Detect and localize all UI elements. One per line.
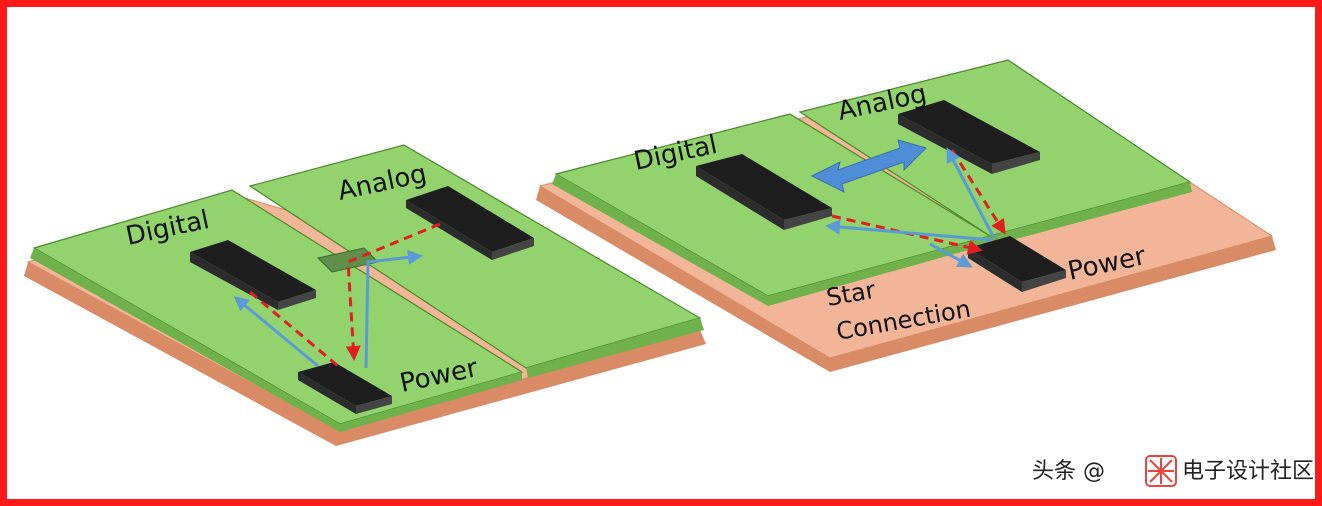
right-isolation-arrow bbox=[810, 139, 927, 193]
right-star-connection-diagram: Digital Analog Power Star Connection bbox=[536, 59, 1276, 372]
right-digital-chip bbox=[696, 154, 832, 230]
left-return-path-digital bbox=[249, 290, 339, 368]
watermark-prefix: 头条 @ bbox=[1032, 459, 1105, 484]
right-signal-path-digital bbox=[825, 219, 993, 242]
left-analog-board-edge bbox=[526, 318, 704, 378]
left-signal-path-analog bbox=[364, 249, 423, 369]
left-power-chip bbox=[298, 362, 392, 414]
watermark-logo-icon bbox=[1145, 455, 1177, 487]
right-analog-board-edge bbox=[990, 182, 1192, 246]
left-digital-board-edge bbox=[30, 248, 522, 432]
right-return-path-analog bbox=[950, 149, 1006, 235]
left-analog-chip bbox=[406, 186, 534, 260]
left-signal-path-digital bbox=[233, 296, 319, 368]
watermark-name: 电子设计社区 bbox=[1182, 459, 1314, 484]
right-signal-path-star bbox=[929, 242, 973, 268]
watermark: 头条 @ 电子设计社区 bbox=[1032, 455, 1314, 487]
left-return-path-analog bbox=[345, 222, 441, 361]
right-substrate-edge bbox=[536, 186, 1276, 372]
right-power-chip bbox=[968, 236, 1066, 292]
left-split-plane-diagram: Digital Analog Power bbox=[24, 144, 706, 446]
grounding-diagram: Digital Analog Power bbox=[24, 59, 1314, 487]
right-analog-chip bbox=[898, 100, 1040, 174]
right-signal-path-analog bbox=[946, 147, 996, 239]
right-digital-board-edge bbox=[552, 174, 990, 306]
